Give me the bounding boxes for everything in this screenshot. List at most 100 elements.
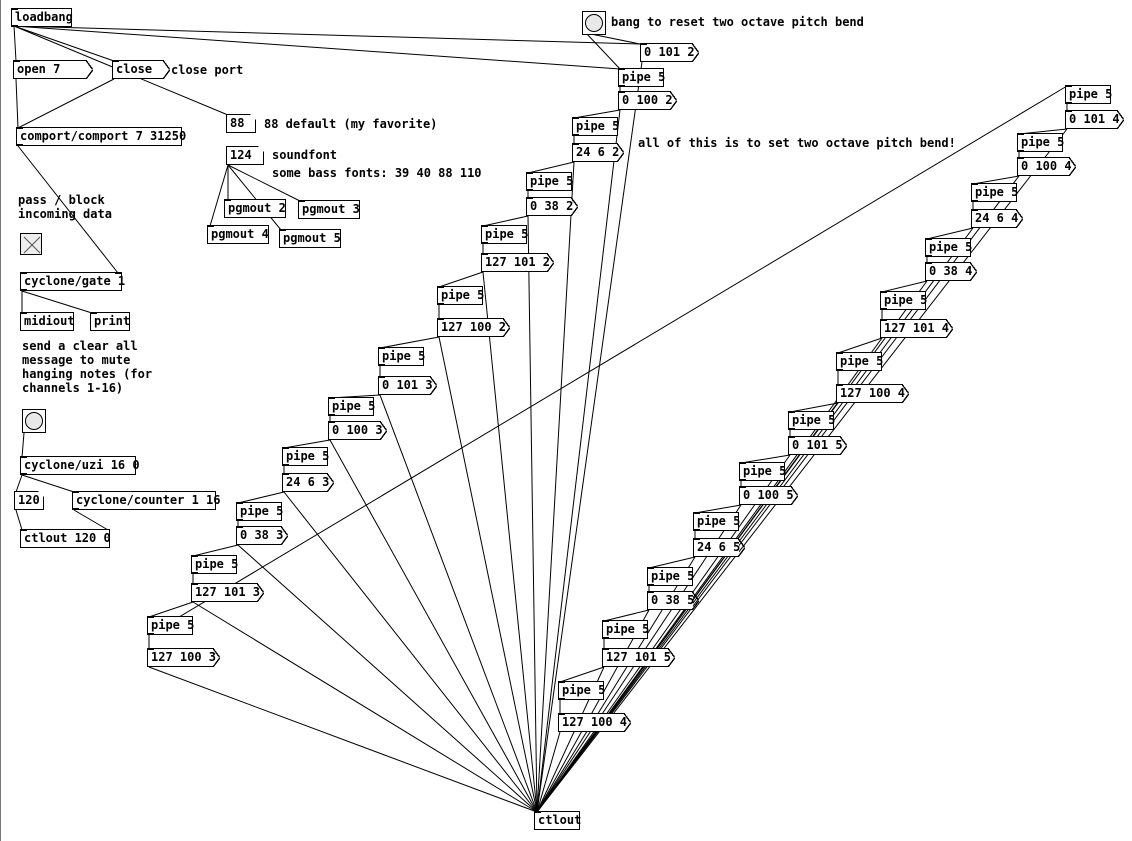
message-0-38-5[interactable]: 0 38 5 xyxy=(647,591,699,610)
message-0-101-4[interactable]: 0 101 4 xyxy=(1065,110,1124,129)
pipe-5-object[interactable]: pipe 5 xyxy=(971,183,1018,202)
number-124[interactable]: 124 xyxy=(226,146,264,165)
patch-cord[interactable] xyxy=(559,666,605,683)
message-0-101-3[interactable]: 0 101 3 xyxy=(378,376,437,395)
pipe-5-object[interactable]: pipe 5 xyxy=(572,117,619,136)
pass-block-toggle[interactable] xyxy=(20,233,42,255)
message-0-38-4[interactable]: 0 38 4 xyxy=(925,262,977,281)
pipe-5-object[interactable]: pipe 5 xyxy=(618,68,665,87)
pipe-5-object[interactable]: pipe 5 xyxy=(558,681,605,700)
message-24-6-2[interactable]: 24 6 2 xyxy=(572,143,624,162)
ctlout-object[interactable]: ctlout xyxy=(534,811,581,830)
patch-cord[interactable] xyxy=(15,474,23,493)
pipe-5-object[interactable]: pipe 5 xyxy=(191,555,238,574)
message-0-38-2[interactable]: 0 38 2 xyxy=(526,197,578,216)
message-127-101-2[interactable]: 127 101 2 xyxy=(481,253,554,272)
pgmout-2-object[interactable]: pgmout 2 xyxy=(224,199,286,218)
patch-cord[interactable] xyxy=(21,432,25,458)
close-message[interactable]: close xyxy=(112,60,170,79)
midiout-object[interactable]: midiout xyxy=(20,312,75,331)
patch-cord[interactable] xyxy=(13,25,17,62)
pipe-5-object[interactable]: pipe 5 xyxy=(1065,85,1112,104)
patch-cord[interactable] xyxy=(237,544,538,813)
patch-cord[interactable] xyxy=(438,336,538,813)
pipe-5-object[interactable]: pipe 5 xyxy=(788,411,835,430)
pgmout-5-object[interactable]: pgmout 5 xyxy=(279,229,341,248)
pipe-5-object[interactable]: pipe 5 xyxy=(282,447,329,466)
patch-cord[interactable] xyxy=(13,25,115,62)
clear-all-bang[interactable] xyxy=(22,409,46,433)
reset-pitch-bend-bang[interactable] xyxy=(582,11,606,35)
open-7-message[interactable]: open 7 xyxy=(13,60,93,79)
message-127-100-4-bottom[interactable]: 127 100 4 xyxy=(558,713,631,732)
pipe-5-object[interactable]: pipe 5 xyxy=(836,352,883,371)
patch-cord[interactable] xyxy=(73,509,109,531)
message-127-100-2[interactable]: 127 100 2 xyxy=(437,318,510,337)
patch-cord[interactable] xyxy=(13,25,621,70)
patch-cord[interactable] xyxy=(536,128,1068,813)
print-object[interactable]: print xyxy=(90,312,130,331)
patch-cord[interactable] xyxy=(13,25,641,45)
message-127-100-4[interactable]: 127 100 4 xyxy=(836,384,909,403)
patch-cord[interactable] xyxy=(21,290,93,314)
patch-cord[interactable] xyxy=(585,32,621,70)
pipe-5-object[interactable]: pipe 5 xyxy=(437,286,484,305)
patch-cord[interactable] xyxy=(148,666,538,813)
pipe-5-object[interactable]: pipe 5 xyxy=(378,347,425,366)
pipe-5-object[interactable]: pipe 5 xyxy=(328,397,375,416)
patch-cord[interactable] xyxy=(536,454,791,813)
message-127-101-5[interactable]: 127 101 5 xyxy=(602,648,675,667)
cyclone-counter-object[interactable]: cyclone/counter 1 16 xyxy=(72,491,221,510)
message-24-6-5[interactable]: 24 6 5 xyxy=(693,538,745,557)
pipe-5-object[interactable]: pipe 5 xyxy=(925,238,972,257)
patch-cord[interactable] xyxy=(482,271,538,813)
patch-cord[interactable] xyxy=(283,491,538,813)
message-24-6-3[interactable]: 24 6 3 xyxy=(282,473,334,492)
message-0-100-2[interactable]: 0 100 2 xyxy=(618,91,677,110)
cyclone-gate-object[interactable]: cyclone/gate 1 xyxy=(20,272,125,291)
pipe-5-object[interactable]: pipe 5 xyxy=(693,512,740,531)
message-0-101-2[interactable]: 0 101 2 xyxy=(640,43,699,62)
patch-cord[interactable] xyxy=(837,337,883,354)
message-127-101-3[interactable]: 127 101 3 xyxy=(191,583,264,602)
ctlout-120-object[interactable]: ctlout 120 0 xyxy=(20,529,111,548)
pipe-5-object[interactable]: pipe 5 xyxy=(236,502,283,521)
pgmout-4-object[interactable]: pgmout 4 xyxy=(207,225,269,244)
patch-cord[interactable] xyxy=(527,215,538,813)
message-0-100-3[interactable]: 0 100 3 xyxy=(328,421,387,440)
loadbang-object[interactable]: loadbang xyxy=(11,8,73,27)
patch-cord[interactable] xyxy=(536,609,650,813)
message-127-100-3[interactable]: 127 100 3 xyxy=(147,648,220,667)
patch-cord[interactable] xyxy=(536,731,561,813)
patch-cord[interactable] xyxy=(21,474,75,493)
patch-cord[interactable] xyxy=(329,439,538,813)
message-127-101-4[interactable]: 127 101 4 xyxy=(880,319,953,338)
patch-cord[interactable] xyxy=(148,601,194,618)
message-0-38-3[interactable]: 0 38 3 xyxy=(236,526,288,545)
pipe-5-object[interactable]: pipe 5 xyxy=(526,172,573,191)
pipe-5-object[interactable]: pipe 5 xyxy=(739,462,786,481)
message-0-100-4[interactable]: 0 100 4 xyxy=(1017,157,1076,176)
patch-cord[interactable] xyxy=(379,394,538,813)
message-24-6-4[interactable]: 24 6 4 xyxy=(971,209,1023,228)
patch-cord[interactable] xyxy=(17,78,115,129)
pipe-5-object[interactable]: pipe 5 xyxy=(481,225,528,244)
pipe-5-object[interactable]: pipe 5 xyxy=(602,620,649,639)
pipe-5-object[interactable]: pipe 5 xyxy=(1017,133,1064,152)
cyclone-uzi-object[interactable]: cyclone/uzi 16 0 xyxy=(20,456,140,475)
patch-cord[interactable] xyxy=(15,509,23,531)
patch-cord[interactable] xyxy=(192,601,538,813)
patch-cord[interactable] xyxy=(536,337,883,813)
number-120[interactable]: 120 xyxy=(14,491,44,510)
pipe-5-object[interactable]: pipe 5 xyxy=(880,291,927,310)
message-0-101-5[interactable]: 0 101 5 xyxy=(788,436,847,455)
number-88[interactable]: 88 xyxy=(226,114,256,133)
message-0-100-5[interactable]: 0 100 5 xyxy=(739,486,798,505)
patch-cord[interactable] xyxy=(15,78,19,129)
pipe-5-object[interactable]: pipe 5 xyxy=(147,616,194,635)
comport-object[interactable]: comport/comport 7 31250 xyxy=(16,127,186,146)
pipe-5-object[interactable]: pipe 5 xyxy=(647,567,694,586)
pgmout-3-object[interactable]: pgmout 3 xyxy=(298,200,360,219)
patch-cord[interactable] xyxy=(438,271,484,288)
